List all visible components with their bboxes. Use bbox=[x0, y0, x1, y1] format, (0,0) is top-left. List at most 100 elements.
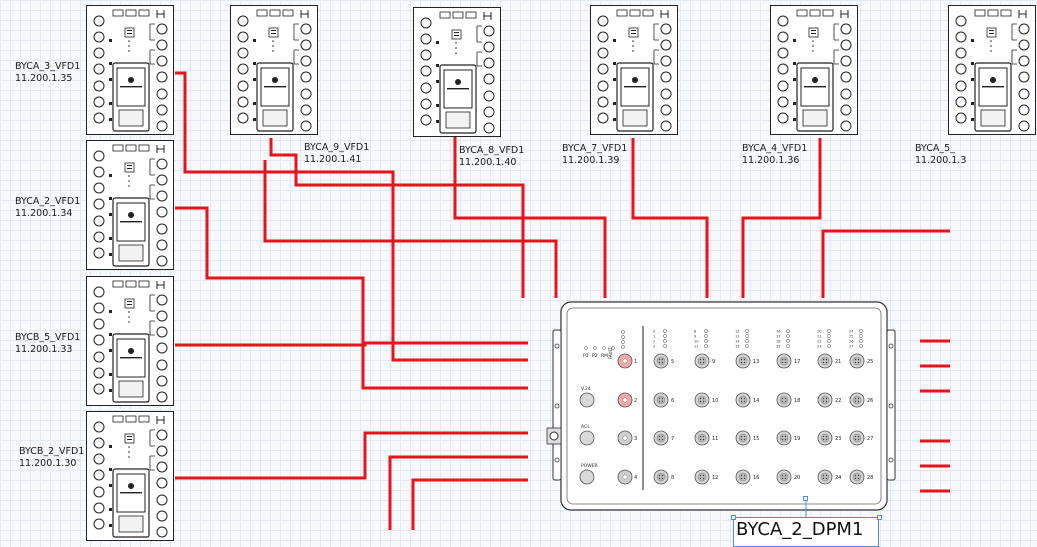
selection-handle[interactable] bbox=[731, 515, 736, 520]
dpm-led-index: 25 bbox=[849, 335, 853, 339]
vfd-drawing bbox=[955, 9, 1030, 132]
wire-byca-3 bbox=[175, 71, 528, 362]
wire-bottom-b bbox=[411, 478, 528, 530]
vfd-device[interactable] bbox=[770, 5, 858, 135]
dpm-led-index: 23 bbox=[817, 345, 821, 349]
vfd-drawing bbox=[93, 144, 168, 267]
vfd-name: BYCB_2_VFD1 bbox=[19, 446, 85, 457]
dpm-aux-label: ACs bbox=[581, 424, 590, 430]
mount-hole bbox=[554, 343, 560, 349]
dpm-port-number: 13 bbox=[753, 359, 759, 365]
dpm-port-number: 20 bbox=[794, 475, 800, 481]
dpm-io-port bbox=[776, 353, 792, 369]
dpm-io-port bbox=[735, 392, 751, 408]
vfd-device[interactable] bbox=[86, 140, 174, 270]
dpm-io-port bbox=[653, 430, 669, 446]
dpm-led-index: 1 bbox=[653, 335, 655, 339]
vfd-device[interactable] bbox=[86, 5, 174, 135]
dpm-io-port bbox=[735, 469, 751, 485]
vfd-drawing bbox=[93, 415, 168, 538]
dpm-io-port bbox=[817, 430, 833, 446]
dpm-led-index: 26 bbox=[849, 340, 853, 344]
wire-byca-5 bbox=[821, 229, 950, 298]
vfd-ip: 11.200.1.41 bbox=[304, 154, 362, 165]
vfd-device[interactable] bbox=[86, 411, 174, 541]
wire-byca-8a bbox=[453, 98, 607, 298]
vfd-device[interactable] bbox=[230, 5, 318, 135]
dpm-led-index: 14 bbox=[735, 340, 740, 344]
ground-lug-icon bbox=[546, 427, 562, 445]
selection-handle[interactable] bbox=[877, 515, 882, 520]
vfd-drawing bbox=[93, 280, 168, 403]
dpm-io-port bbox=[735, 430, 751, 446]
dpm-led-index: 8 bbox=[694, 330, 696, 334]
vfd-ip: 11.200.1.3 bbox=[915, 155, 967, 166]
wire-byca-2 bbox=[175, 206, 528, 390]
dpm-led-index: 12 bbox=[735, 330, 739, 334]
dpm-port-number: 16 bbox=[753, 475, 759, 481]
dpm-port-number: 22 bbox=[835, 398, 841, 404]
selection-handle[interactable] bbox=[803, 496, 808, 501]
dpm-aux-label: V.24 bbox=[581, 386, 591, 392]
dpm-port-number: 8 bbox=[671, 475, 674, 481]
dpm-io-port bbox=[694, 469, 710, 485]
dpm-port-number: 2 bbox=[634, 398, 637, 404]
wire-byca-8b bbox=[263, 160, 558, 298]
dpm-led-index: 16 bbox=[776, 330, 780, 334]
vfd-name: BYCA_2_VFD1 bbox=[15, 196, 81, 207]
wire-byca-9 bbox=[269, 138, 525, 298]
vfd-label: BYCA_5_11.200.1.3 bbox=[915, 143, 966, 167]
dpm-io-port bbox=[776, 392, 792, 408]
vfd-drawing bbox=[420, 11, 495, 134]
vfd-name: BYCA_8_VFD1 bbox=[459, 145, 525, 156]
dpm-aux-port bbox=[579, 469, 595, 485]
dpm-port-number: 6 bbox=[671, 398, 674, 404]
dpm-port-number: 4 bbox=[634, 475, 637, 481]
dpm-led-index: 13 bbox=[735, 335, 739, 339]
dpm-io-port bbox=[694, 430, 710, 446]
vfd-name: BYCA_9_VFD1 bbox=[304, 142, 370, 153]
dpm-led-index: 19 bbox=[776, 345, 780, 349]
mount-hole bbox=[888, 457, 894, 463]
dpm-port-number: 3 bbox=[634, 436, 637, 442]
dpm-io-port bbox=[776, 469, 792, 485]
vfd-name: BYCA_4_VFD1 bbox=[742, 143, 808, 154]
vfd-ip: 11.200.1.30 bbox=[19, 458, 77, 469]
vfd-device[interactable] bbox=[948, 5, 1036, 135]
dpm-title[interactable]: BYCA_2_DPM1 bbox=[736, 519, 864, 540]
mount-hole bbox=[554, 457, 560, 463]
dpm-led-index: 10 bbox=[694, 340, 698, 344]
vfd-drawing bbox=[777, 9, 852, 132]
vfd-device[interactable] bbox=[590, 5, 678, 135]
vfd-device[interactable] bbox=[86, 276, 174, 406]
dpm-io-port bbox=[653, 469, 669, 485]
dpm-led-index: 17 bbox=[776, 335, 780, 339]
dpm-port-number: 21 bbox=[835, 359, 841, 365]
vfd-drawing bbox=[93, 9, 168, 132]
wire-bycb-2 bbox=[175, 431, 528, 480]
dpm-io-port bbox=[849, 392, 865, 408]
dpm-port-number: 15 bbox=[753, 436, 759, 442]
network-wires bbox=[175, 71, 950, 530]
dpm-aux-port bbox=[579, 430, 595, 446]
dpm-io-port bbox=[817, 353, 833, 369]
dpm-port-number: 5 bbox=[671, 359, 674, 365]
vfd-device[interactable] bbox=[413, 7, 501, 137]
dpm-io-port bbox=[849, 353, 865, 369]
dpm-led-label: P2 bbox=[592, 353, 598, 359]
dpm-port-number: 14 bbox=[753, 398, 759, 404]
dpm-led-label: P1 bbox=[583, 353, 589, 359]
dpm-port-number: 12 bbox=[712, 475, 718, 481]
dpm-port-number: 10 bbox=[712, 398, 718, 404]
dpm-port-number: 7 bbox=[671, 436, 674, 442]
dpm-port-number: 9 bbox=[712, 359, 715, 365]
vfd-name: BYCA_3_VFD1 bbox=[15, 61, 81, 72]
dpm-io-port bbox=[776, 430, 792, 446]
dpm-led-label: FAULT bbox=[608, 347, 613, 359]
dpm-io-port bbox=[653, 392, 669, 408]
dpm-io-port bbox=[694, 353, 710, 369]
